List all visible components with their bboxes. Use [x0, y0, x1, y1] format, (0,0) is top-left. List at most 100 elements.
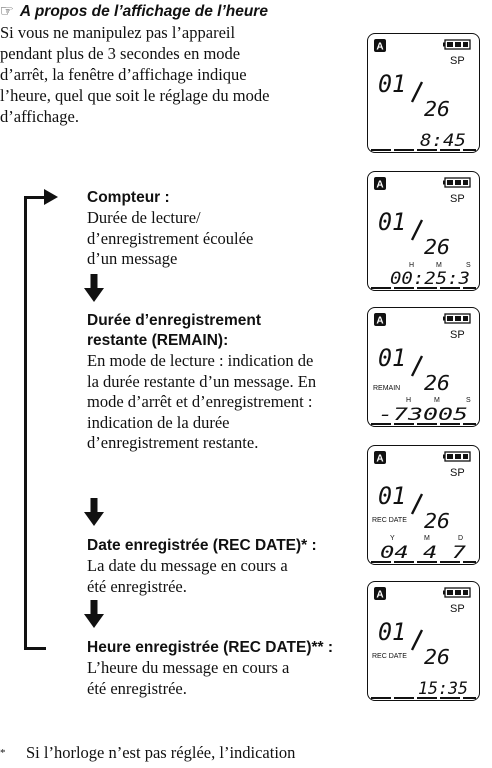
loop-bracket-bottom: [24, 647, 46, 650]
mode-body-line: d’un message: [87, 249, 178, 268]
down-arrow-icon: [84, 600, 104, 628]
lcd-display-clock: A SP 01 26 8:45: [367, 33, 480, 153]
separator-slash: [410, 81, 424, 103]
time-readout: 15:35: [418, 679, 468, 699]
battery-icon: [443, 177, 471, 188]
folder-a-icon: A: [374, 451, 386, 465]
loop-bracket-top: [24, 196, 46, 199]
mode-rec-time: Heure enregistrée (REC DATE)** : L’heure…: [87, 638, 352, 699]
folder-label: A: [376, 590, 383, 601]
separator-slash: [410, 629, 424, 651]
separator-slash: [410, 493, 424, 515]
message-number: 01: [378, 344, 406, 372]
remain-readout: -73005: [378, 405, 468, 425]
lcd-screen: A SP 01 26 REC DATE 15:35: [371, 587, 476, 699]
lcd-screen: A SP 01 26 H M S 00:25:3: [371, 177, 476, 289]
unit-label-m: M: [424, 535, 430, 542]
record-mode: SP: [450, 55, 465, 67]
note-line: Si vous ne manipulez pas l’appareil: [0, 23, 236, 42]
counter-readout: 00:25:3: [390, 269, 470, 289]
remain-indicator: REMAIN: [373, 385, 400, 392]
rec-date-indicator: REC DATE: [372, 653, 407, 660]
mode-remain: Durée d’enregistrement restante (REMAIN)…: [87, 311, 352, 454]
total-messages: 26: [424, 509, 450, 533]
battery-icon: [443, 451, 471, 462]
mode-body-line: d’enregistrement écoulée: [87, 228, 254, 248]
mode-body-line: Durée de lecture/: [87, 208, 201, 227]
folder-label: A: [376, 42, 383, 53]
mode-heading: Heure enregistrée (REC DATE)** :: [87, 639, 334, 656]
lcd-display-rec-time: A SP 01 26 REC DATE 15:35: [367, 581, 480, 701]
lcd-display-counter: A SP 01 26 H M S 00:25:3: [367, 171, 480, 291]
battery-icon: [443, 587, 471, 598]
footnote-text: Si l’horloge n’est pas réglée, l’indicat…: [26, 743, 296, 762]
folder-a-icon: A: [374, 313, 386, 327]
note-line: pendant plus de 3 secondes en mode: [0, 44, 241, 63]
mode-rec-date: Date enregistrée (REC DATE)* : La date d…: [87, 536, 352, 597]
footnote-marker: *: [0, 747, 6, 759]
message-number: 01: [378, 482, 406, 510]
footnote: * Si l’horloge n’est pas réglée, l’indica…: [0, 743, 295, 763]
folder-label: A: [376, 316, 383, 327]
down-arrow-icon: [84, 498, 104, 526]
message-number: 01: [378, 208, 406, 236]
total-messages: 26: [424, 645, 450, 669]
note-line: d’arrêt, la fenêtre d’affichage indique: [0, 65, 247, 84]
rec-date-indicator: REC DATE: [372, 517, 407, 524]
lcd-display-rec-date: A SP 01 26 REC DATE Y M D 04 4 7: [367, 445, 480, 565]
total-messages: 26: [424, 97, 450, 121]
time-readout: 8:45: [420, 131, 466, 151]
unit-label-m: M: [434, 397, 440, 404]
folder-a-icon: A: [374, 177, 386, 191]
unit-label-h: H: [406, 397, 411, 404]
lcd-screen: A SP 01 26 REMAIN H M S -73005: [371, 313, 476, 425]
mode-body-line: été enregistrée.: [87, 678, 187, 698]
record-mode: SP: [450, 603, 465, 615]
mode-body-line: mode d’arrêt et d’enregistrement :: [87, 392, 313, 411]
mode-body-line: été enregistrée.: [87, 576, 187, 596]
total-messages: 26: [424, 371, 450, 395]
folder-label: A: [376, 180, 383, 191]
battery-icon: [443, 313, 471, 324]
unit-label-d: D: [458, 535, 463, 542]
mode-body-line: la durée restante d’un message. En: [87, 371, 317, 391]
loop-bracket-icon: [24, 196, 27, 649]
record-mode: SP: [450, 193, 465, 205]
lcd-screen: A SP 01 26 8:45: [371, 39, 476, 151]
unit-label-m: M: [436, 262, 442, 269]
mode-heading: Durée d’enregistrement: [87, 312, 261, 329]
unit-label-y: Y: [390, 535, 395, 542]
loop-arrow-head-icon: [44, 189, 58, 205]
mode-body-line: d’enregistrement restante.: [87, 433, 259, 452]
total-messages: 26: [424, 235, 450, 259]
note-line: l’heure, quel que soit le réglage du mod…: [0, 86, 270, 105]
mode-heading: restante (REMAIN):: [87, 332, 229, 349]
lcd-display-remain: A SP 01 26 REMAIN H M S -73005: [367, 307, 480, 427]
mode-body-line: La date du message en cours a: [87, 556, 288, 575]
down-arrow-icon: [84, 274, 104, 302]
record-mode: SP: [450, 329, 465, 341]
unit-label-h: H: [409, 262, 414, 269]
mode-body-line: En mode de lecture : indication de: [87, 351, 314, 370]
note-hand-icon: ☞: [0, 3, 14, 20]
lcd-screen: A SP 01 26 REC DATE Y M D 04 4 7: [371, 451, 476, 563]
record-mode: SP: [450, 467, 465, 479]
mode-heading: Compteur :: [87, 189, 170, 206]
note-title: ☞A propos de l’affichage de l’heure: [0, 3, 268, 20]
unit-label-s: S: [466, 397, 471, 404]
folder-a-icon: A: [374, 39, 386, 53]
mode-heading: Date enregistrée (REC DATE)* :: [87, 537, 317, 554]
folder-a-icon: A: [374, 587, 386, 601]
mode-body-line: indication de la durée: [87, 412, 230, 432]
mode-body-line: L’heure du message en cours a: [87, 658, 290, 677]
unit-label-s: S: [466, 262, 471, 269]
date-readout: 04 4 7: [380, 543, 467, 563]
folder-label: A: [376, 454, 383, 465]
battery-icon: [443, 39, 471, 50]
message-number: 01: [378, 70, 406, 98]
time-display-note: ☞A propos de l’affichage de l’heure Si v…: [0, 0, 350, 127]
separator-slash: [410, 219, 424, 241]
mode-counter: Compteur : Durée de lecture/ d’enregistr…: [87, 188, 352, 270]
message-number: 01: [378, 618, 406, 646]
separator-slash: [410, 355, 424, 377]
